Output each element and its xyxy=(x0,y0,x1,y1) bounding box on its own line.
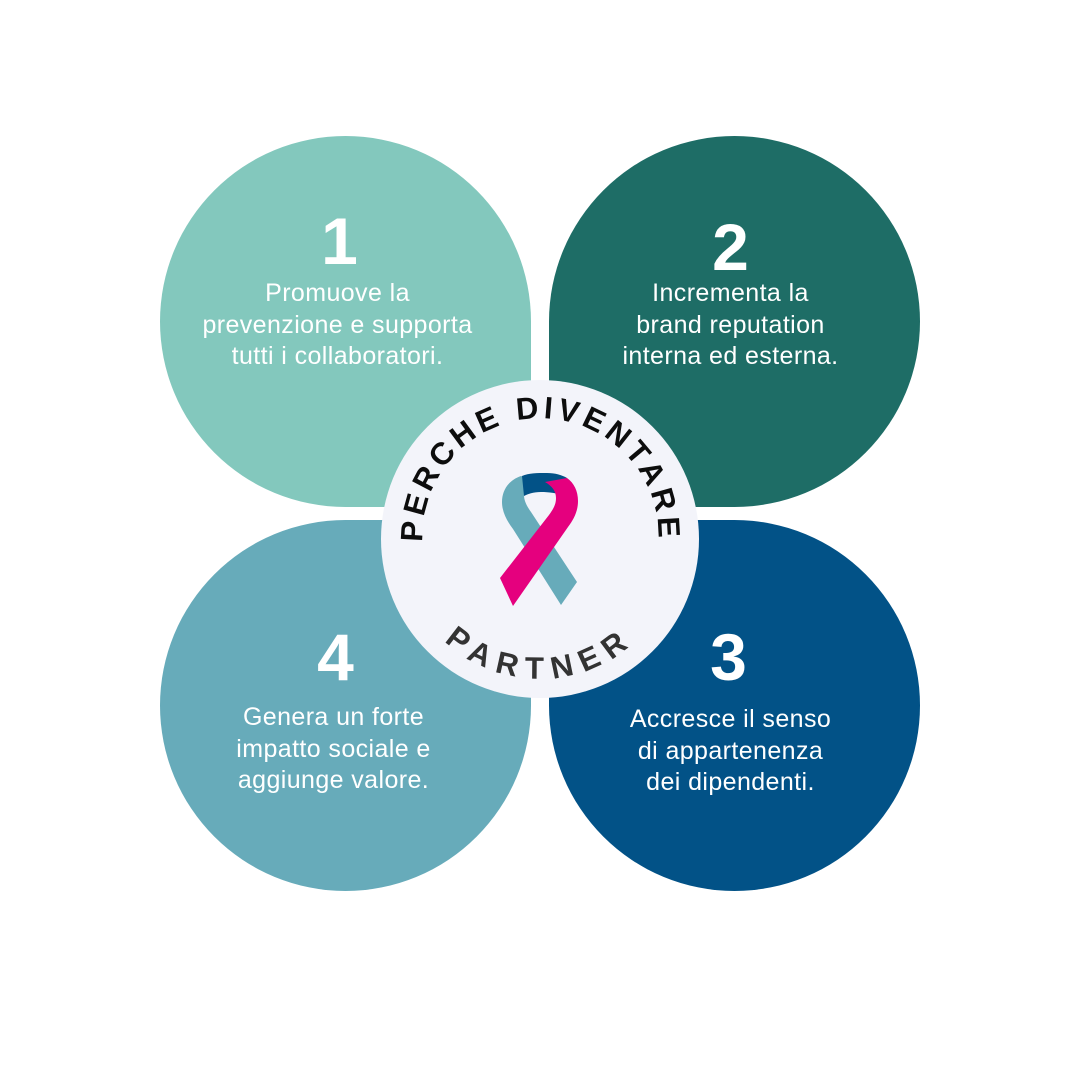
benefit-number: 2 xyxy=(712,210,749,284)
ribbon-pink-strap xyxy=(500,478,578,606)
benefit-text-line: Promuove la xyxy=(265,279,410,307)
benefit-text-line: impatto sociale e xyxy=(236,734,431,763)
benefit-number: 3 xyxy=(710,620,747,694)
benefit-text-line: aggiunge valore. xyxy=(237,766,430,794)
benefit-text: Genera un forte impatto sociale e aggiun… xyxy=(148,702,519,797)
benefit-text: Accresce il senso di appartenenza dei di… xyxy=(545,704,916,799)
benefit-text-line: brand reputation xyxy=(636,310,825,339)
benefit-number: 1 xyxy=(321,204,358,278)
benefit-petal-2: 2 Incrementa la brand reputation interna… xyxy=(549,136,920,507)
benefit-text-line: dei dipendenti. xyxy=(646,768,815,796)
benefit-text-line: interna ed esterna. xyxy=(622,342,839,370)
benefit-text-line: Accresce il senso xyxy=(629,705,832,733)
benefit-number: 4 xyxy=(317,620,354,694)
benefit-text-line: tutti i collaboratori. xyxy=(231,342,444,370)
benefit-text-line: Incrementa la xyxy=(652,279,809,307)
partner-badge: PERCHE DIVENTARE PARTNER xyxy=(381,380,699,698)
benefit-text: Promuove la prevenzione e supporta tutti… xyxy=(152,278,523,373)
awareness-ribbon-icon xyxy=(500,473,578,606)
benefit-text-line: prevenzione e supporta xyxy=(202,310,473,339)
benefit-text: Incrementa la brand reputation interna e… xyxy=(545,278,916,373)
benefit-text-line: di appartenenza xyxy=(637,736,824,765)
benefit-text-line: Genera un forte xyxy=(242,703,425,731)
benefit-petal-1: 1 Promuove la prevenzione e supporta tut… xyxy=(160,136,531,507)
